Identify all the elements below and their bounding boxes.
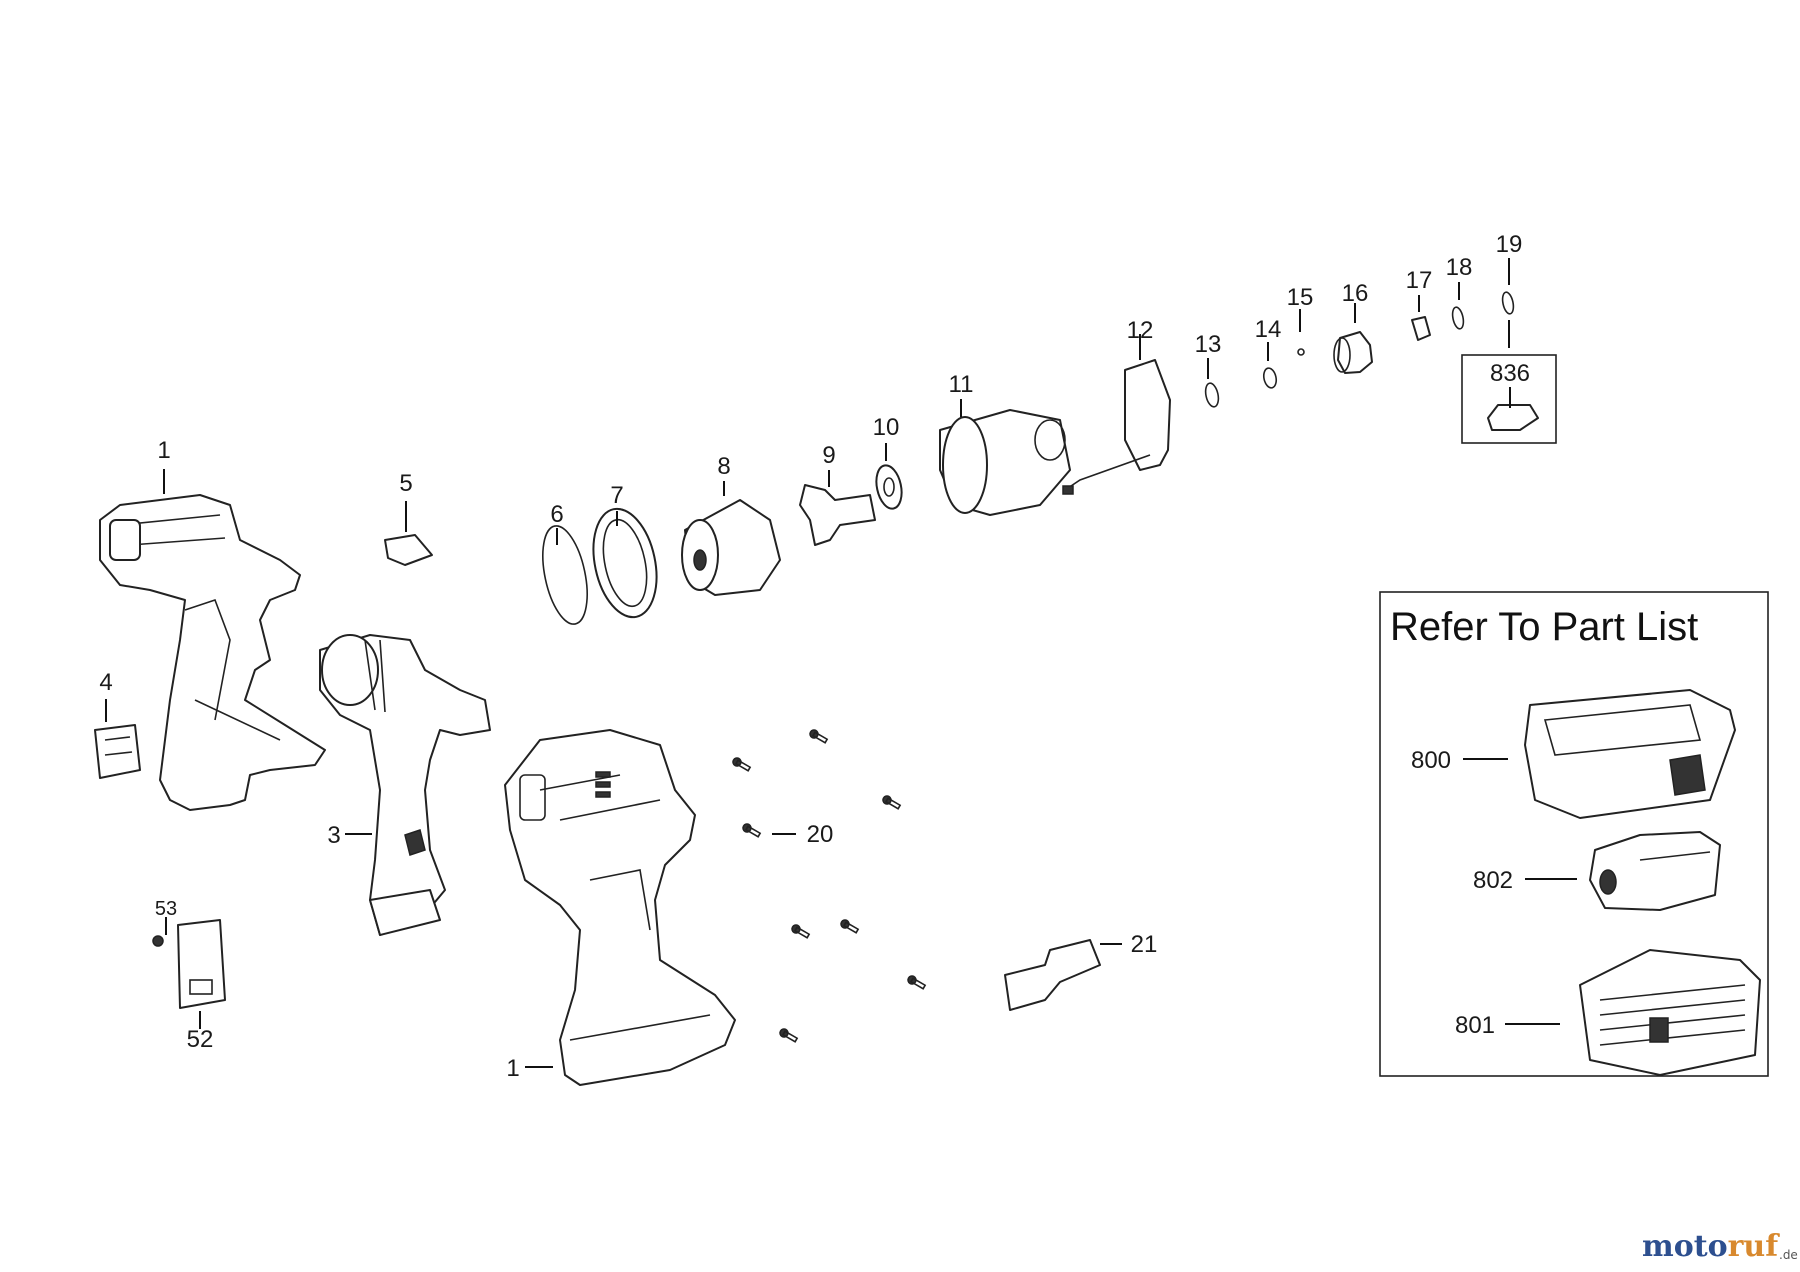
watermark-moto: moto [1642, 1229, 1728, 1264]
callout-21: 21 [1131, 931, 1158, 958]
callout-802: 802 [1473, 867, 1513, 894]
callout-12: 12 [1127, 317, 1154, 344]
callout-4: 4 [99, 669, 112, 696]
callout-6: 6 [550, 501, 563, 528]
callout-20: 20 [807, 821, 834, 848]
callout-10: 10 [873, 414, 900, 441]
part-ring-18 [1451, 306, 1465, 330]
part-ring-19 [1501, 291, 1515, 315]
part-switch [384, 534, 433, 566]
callout-53: 53 [155, 898, 177, 920]
part-washer [875, 464, 903, 510]
part-hook-screw [152, 935, 164, 947]
callout-7: 7 [610, 482, 623, 509]
part-gear-carrier [681, 499, 781, 596]
callout-5: 5 [399, 470, 412, 497]
svg-text:motoruf: motoruf [1642, 1229, 1780, 1264]
part-led-ring [1062, 359, 1171, 495]
part-ring-gear [592, 507, 658, 619]
callout-15: 15 [1287, 284, 1314, 311]
leader-lines [105, 258, 1577, 1068]
part-motor-assembly [319, 634, 491, 936]
watermark-tld: .de [1779, 1248, 1798, 1262]
part-o-ring [542, 525, 588, 625]
part-836-box [1461, 354, 1557, 444]
callout-13: 13 [1195, 331, 1222, 358]
callout-800: 800 [1411, 747, 1451, 774]
callout-18: 18 [1446, 254, 1473, 281]
part-sleeve [1333, 331, 1373, 374]
part-label-plate [1004, 939, 1101, 1011]
callout-3: 3 [327, 822, 340, 849]
part-small-o-ring [1204, 382, 1220, 408]
part-spring [1411, 316, 1431, 341]
callout-801: 801 [1455, 1012, 1495, 1039]
callout-9: 9 [822, 442, 835, 469]
refer-box [1379, 591, 1769, 1077]
callout-14: 14 [1255, 316, 1282, 343]
watermark: motoruf .de [1642, 1229, 1798, 1264]
callout-1-bottom: 1 [506, 1055, 519, 1082]
part-ball [1297, 348, 1305, 356]
callout-17: 17 [1406, 267, 1433, 294]
part-circlip [1262, 367, 1278, 389]
callout-11: 11 [949, 371, 974, 398]
part-screws [732, 729, 927, 1043]
part-battery [1589, 831, 1721, 911]
refer-box-title: Refer To Part List [1390, 605, 1698, 649]
watermark-ruf: ruf [1728, 1229, 1781, 1264]
callout-8: 8 [717, 453, 730, 480]
callout-836: 836 [1490, 360, 1530, 387]
part-housing-assembled [504, 729, 736, 1086]
part-gear-housing [939, 409, 1071, 516]
callout-19: 19 [1496, 231, 1523, 258]
callout-labels: 1 4 5 3 53 52 6 7 8 9 10 11 12 13 14 15 … [99, 231, 1530, 1082]
callout-1-top: 1 [157, 437, 170, 464]
callout-16: 16 [1342, 280, 1369, 307]
part-charger [1579, 949, 1761, 1076]
callout-52: 52 [187, 1026, 214, 1053]
part-case [1524, 689, 1736, 819]
part-badge [94, 724, 141, 779]
part-housing-left [99, 494, 326, 811]
part-anvil [799, 484, 876, 546]
